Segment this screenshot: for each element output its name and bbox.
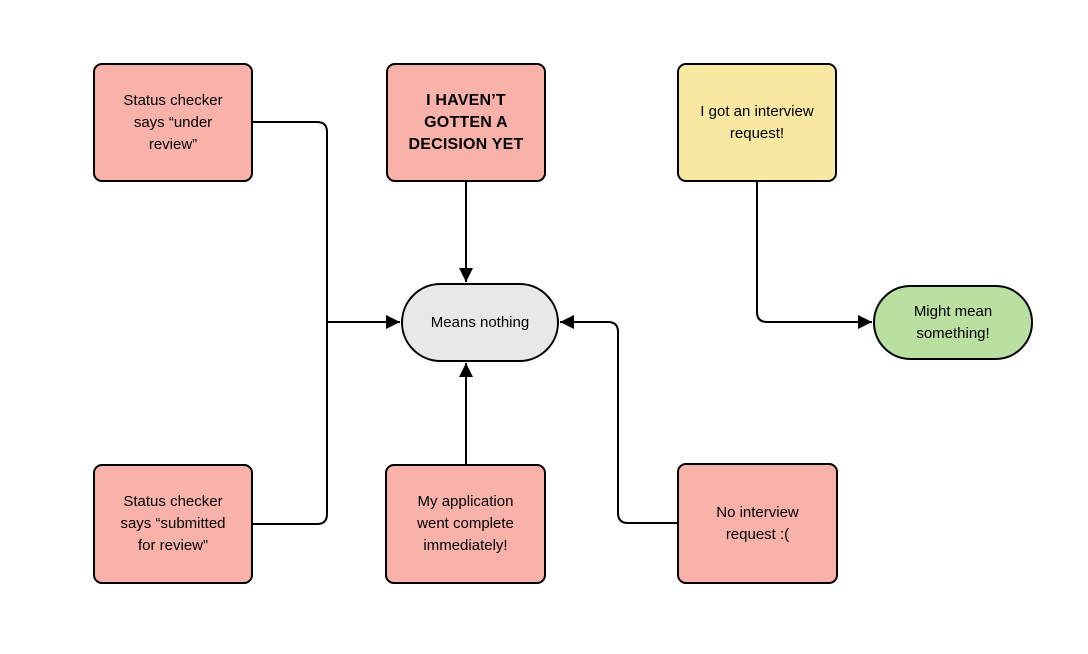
node-label: Might mean something! (913, 302, 993, 342)
node-label: Status checker says “submitted for revie… (120, 493, 226, 554)
edge-left-spine (253, 121, 328, 525)
edge-no-interview (560, 315, 677, 524)
node-label: My application went complete immediately… (417, 493, 514, 554)
node-might-mean-something: Might mean something! (873, 285, 1033, 360)
node-no-interview-request: No interview request :( (677, 463, 838, 584)
node-status-submitted-for-review: Status checker says “submitted for revie… (93, 464, 253, 584)
node-label: Means nothing (430, 313, 530, 331)
node-means-nothing: Means nothing (401, 283, 559, 362)
node-label: No interview request :( (716, 503, 799, 543)
node-application-went-complete: My application went complete immediately… (385, 464, 546, 584)
node-no-decision-yet: I HAVEN’T GOTTEN A DECISION YET (386, 63, 546, 182)
node-interview-request: I got an interview request! (677, 63, 837, 182)
node-label: Status checker says “under review” (123, 91, 223, 153)
node-status-under-review: Status checker says “under review” (93, 63, 253, 182)
node-label: I got an interview request! (700, 102, 814, 142)
node-label: I HAVEN’T GOTTEN A DECISION YET (408, 91, 524, 153)
edge-interview-request (756, 182, 872, 329)
